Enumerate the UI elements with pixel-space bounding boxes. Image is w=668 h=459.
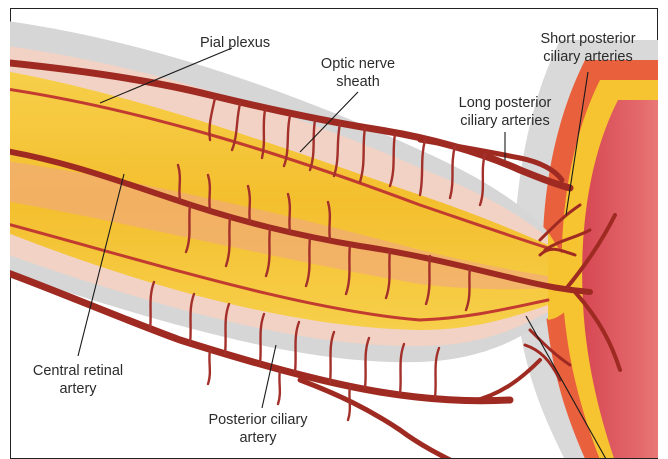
label-central-retinal-line1: Central retinal (33, 363, 123, 379)
label-optic-nerve-sheath-line2: sheath (336, 74, 380, 90)
label-short-posterior-line2: ciliary arteries (543, 49, 632, 65)
label-optic-nerve-sheath-line1: Optic nerve (321, 56, 395, 72)
label-short-posterior-line1: Short posterior (540, 31, 635, 47)
label-long-posterior-line2: ciliary arteries (460, 113, 549, 129)
label-central-retinal-line2: artery (59, 381, 97, 397)
label-posterior-ciliary-line1: Posterior ciliary (208, 412, 308, 428)
label-posterior-ciliary-line2: artery (239, 430, 277, 446)
label-long-posterior-line1: Long posterior (459, 95, 552, 111)
label-pial-plexus: Pial plexus (200, 35, 270, 51)
